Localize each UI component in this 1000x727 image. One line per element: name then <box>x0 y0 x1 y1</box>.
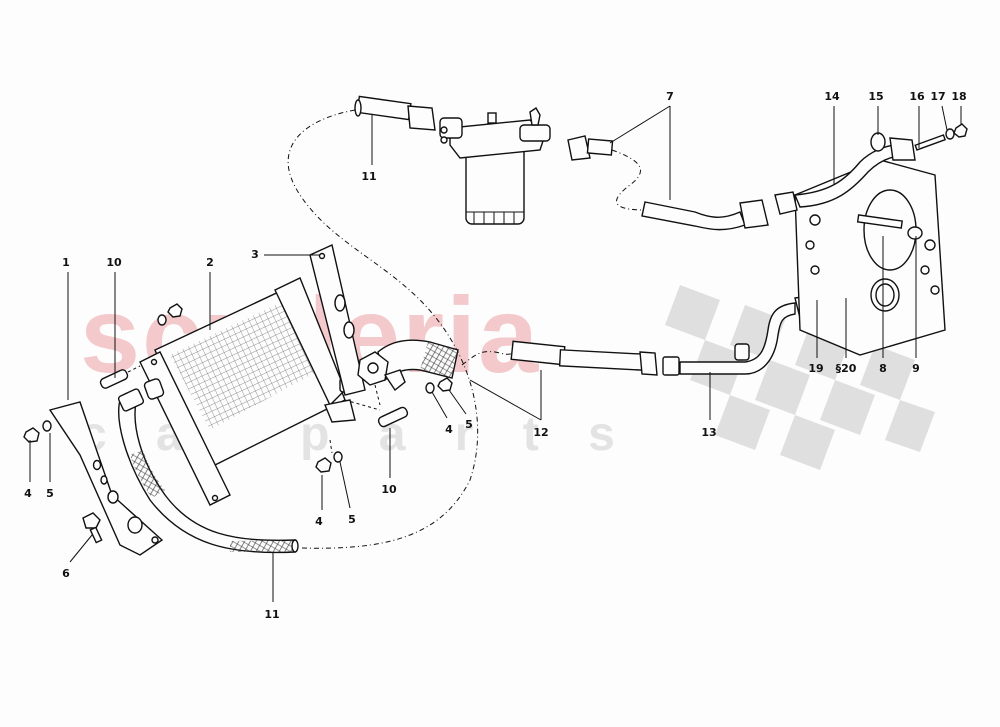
callout-label-c16: 16 <box>909 90 925 103</box>
hose-routing-line-mid <box>461 351 516 366</box>
callout-label-c5a: 5 <box>46 487 54 500</box>
nut-washer-top <box>157 303 183 326</box>
rubber-mount-10-left <box>99 365 141 389</box>
callout-label-c2: 2 <box>206 256 214 269</box>
callout-label-c18: 18 <box>951 90 966 103</box>
callout-label-c8: 8 <box>879 362 887 375</box>
bolt-6 <box>82 512 103 544</box>
watermark-sub-text: c a r p a r t s <box>80 408 633 461</box>
oil-filter-assembly <box>439 107 551 225</box>
callout-label-c5c: 5 <box>348 513 356 526</box>
hose-routing-line-upper <box>611 149 646 211</box>
callout-label-c1: 1 <box>62 256 70 269</box>
engine-cover-plate <box>794 159 946 356</box>
callout-label-c5b: 5 <box>465 418 473 431</box>
hose-11-upper <box>354 95 436 131</box>
callout-label-c6: 6 <box>62 567 70 580</box>
callout-label-c15: 15 <box>868 90 883 103</box>
hose-routing-line <box>287 109 479 549</box>
callout-label-c10b: 10 <box>381 483 397 496</box>
callout-label-c14: 14 <box>824 90 840 103</box>
leader-line-c5b <box>448 389 467 415</box>
hose-11-lower <box>117 388 299 554</box>
callout-label-c7: 7 <box>666 90 674 103</box>
callout-label-c11a: 11 <box>361 170 376 183</box>
callout-label-c10a: 10 <box>106 256 122 269</box>
nut-washer-mid <box>425 377 453 394</box>
oil-cooler-radiator <box>139 277 356 506</box>
stud-16-17-18 <box>914 123 968 151</box>
watermark-flag <box>665 285 935 470</box>
rubber-mount-10-right <box>344 384 409 428</box>
callout-label-c4a: 4 <box>24 487 32 500</box>
nut-washer-left <box>23 420 52 443</box>
leader-7-branch <box>609 105 671 144</box>
pipe-14 <box>774 137 916 215</box>
leader-line-c4b <box>431 391 448 419</box>
callout-label-c3: 3 <box>251 248 259 261</box>
hose-12 <box>357 339 680 392</box>
hose-7-upper <box>567 135 614 161</box>
leader-12-branch <box>469 379 542 421</box>
callout-label-c13: 13 <box>701 426 716 439</box>
callout-label-c9: 9 <box>912 362 920 375</box>
leader-line-c5c <box>339 461 351 509</box>
bracket-1 <box>48 401 164 556</box>
leader-line-c6 <box>69 534 93 563</box>
callout-label-c20: §20 <box>836 362 857 375</box>
leader-line-c17 <box>941 105 948 131</box>
callout-label-c12: 12 <box>533 426 548 439</box>
hose-7-lower <box>641 199 769 231</box>
bracket-3 <box>309 244 366 396</box>
callout-label-c4c: 4 <box>315 515 323 528</box>
callout-label-c4b: 4 <box>445 423 453 436</box>
seal-ring-15 <box>870 132 886 152</box>
nut-washer-lower <box>315 439 343 473</box>
callout-leaders <box>29 105 962 602</box>
callout-label-c11b: 11 <box>264 608 279 621</box>
callout-label-c19: 19 <box>808 362 823 375</box>
callout-label-c17: 17 <box>930 90 945 103</box>
